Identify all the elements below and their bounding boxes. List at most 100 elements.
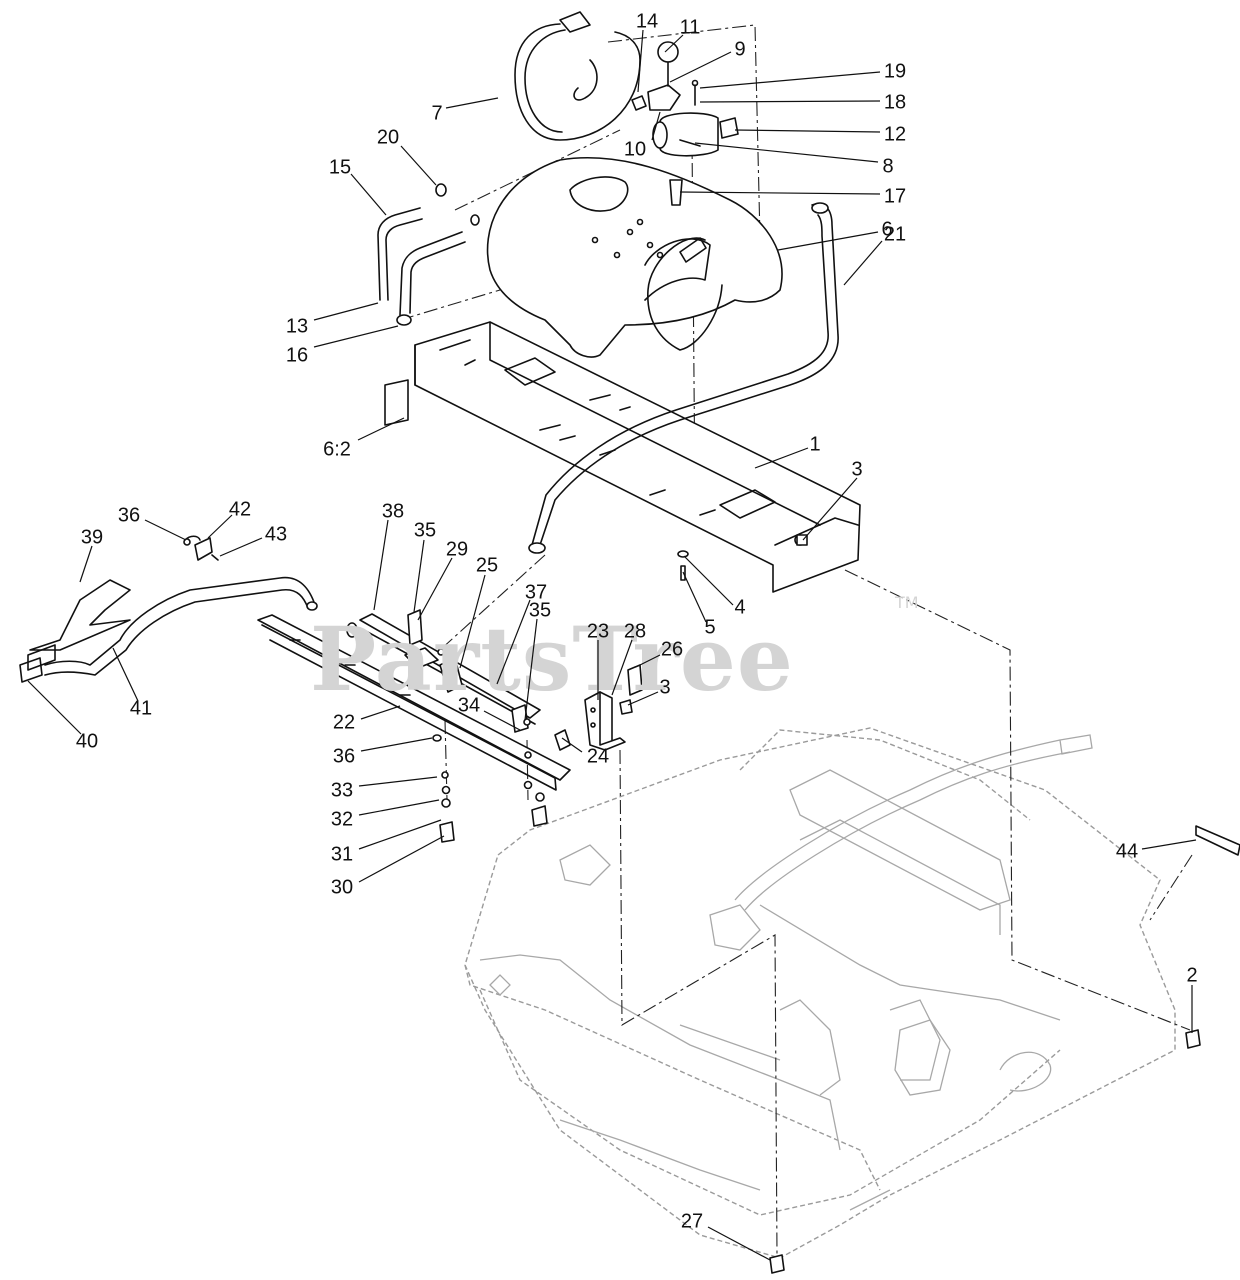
watermark-trademark: TM <box>894 593 919 612</box>
callout-label-c26: 26 <box>661 638 683 660</box>
callout-label-c11: 11 <box>680 16 701 38</box>
callout-label-c5: 5 <box>704 616 715 638</box>
callout-label-c3b: 3 <box>659 676 670 698</box>
callout-label-c24: 24 <box>587 745 609 767</box>
callout-label-c18: 18 <box>884 91 906 113</box>
callout-label-c28: 28 <box>624 620 646 642</box>
leader-line-c44 <box>1141 839 1197 850</box>
nozzle-stack-right <box>523 751 548 827</box>
pump-assembly <box>631 41 739 157</box>
callout-label-c4: 4 <box>734 596 745 618</box>
decal-44 <box>1195 825 1240 856</box>
callout-label-c15: 15 <box>329 156 351 178</box>
callout-label-c21: 21 <box>884 223 906 245</box>
leader-line-c39 <box>79 545 93 583</box>
callout-label-c22: 22 <box>333 711 355 733</box>
leader-line-c11 <box>664 34 684 53</box>
callout-label-c33: 33 <box>331 779 353 801</box>
callout-label-c14: 14 <box>636 10 658 32</box>
spray-wand <box>19 535 318 683</box>
leader-line-c17 <box>679 191 881 195</box>
leader-line-c29 <box>417 557 453 621</box>
nut-27 <box>769 1254 785 1274</box>
leader-line-c15 <box>350 173 387 216</box>
leader-line-c13 <box>313 302 379 321</box>
leader-line-c19 <box>699 71 881 89</box>
leader-line-c21 <box>843 240 883 286</box>
fitting <box>669 179 683 206</box>
callout-label-c34: 34 <box>458 694 480 716</box>
ghost-frame <box>464 727 1176 1259</box>
callout-label-c42: 42 <box>229 498 251 520</box>
callout-label-c31: 31 <box>331 843 353 865</box>
leader-line-c34 <box>483 710 521 731</box>
leader-line-c41 <box>112 647 139 702</box>
leader-line-c20 <box>400 145 437 186</box>
callout-label-c40: 40 <box>76 730 98 752</box>
callout-label-c35b: 35 <box>529 599 551 621</box>
callout-label-c20: 20 <box>377 126 399 148</box>
bolt-2 <box>1185 1029 1201 1049</box>
callout-label-c16: 16 <box>286 344 308 366</box>
callout-group: 12334566:2789101112131415161718192021222… <box>27 10 1198 1261</box>
callout-label-c32: 32 <box>331 808 353 830</box>
callout-label-c36b: 36 <box>333 745 355 767</box>
callout-label-c1: 1 <box>809 433 820 455</box>
callout-label-c44: 44 <box>1116 840 1138 862</box>
callout-label-c9: 9 <box>734 38 745 60</box>
decal <box>384 379 409 426</box>
leader-line-c27 <box>707 1226 771 1261</box>
leader-line-c3a <box>802 477 858 541</box>
callout-label-c7: 7 <box>431 102 442 124</box>
leader-line-c14 <box>637 29 644 93</box>
callout-label-c19: 19 <box>884 60 906 82</box>
leader-line-c5 <box>682 571 707 623</box>
leader-line-c43 <box>219 537 263 557</box>
callout-label-c25: 25 <box>476 554 498 576</box>
leader-line-c1 <box>754 447 809 469</box>
leader-line-c31 <box>358 819 442 850</box>
callout-label-c37: 37 <box>525 581 547 603</box>
strap <box>514 11 641 141</box>
supply-hose <box>528 202 839 554</box>
leader-line-c32 <box>358 799 440 816</box>
leader-line-c3b <box>627 691 659 706</box>
leader-line-c36a <box>144 519 187 541</box>
mounting-plate <box>414 321 861 593</box>
callout-label-c35a: 35 <box>414 519 436 541</box>
callout-label-c27: 27 <box>681 1210 703 1232</box>
leader-line-c22 <box>360 705 401 720</box>
callout-label-c30: 30 <box>331 876 353 898</box>
leader-line-c6 <box>777 231 879 251</box>
callout-label-c41: 41 <box>130 697 152 719</box>
boom-bracket <box>257 614 571 791</box>
hoses-left <box>377 183 480 326</box>
leader-line-c33 <box>358 776 438 787</box>
leader-line-c10 <box>651 111 661 141</box>
leader-line-c38 <box>373 519 389 611</box>
tank <box>486 156 783 358</box>
callout-label-c10: 10 <box>624 138 646 160</box>
leader-line-c30 <box>358 835 445 883</box>
leader-line-c35a <box>413 539 425 613</box>
leader-line-c16 <box>313 325 399 348</box>
callout-label-c2: 2 <box>1186 964 1197 986</box>
callout-label-c38: 38 <box>382 500 404 522</box>
callout-label-c39: 39 <box>81 526 103 548</box>
leader-line-c7 <box>445 97 499 109</box>
leader-line-c26 <box>637 654 661 667</box>
leader-line-c12 <box>734 129 881 133</box>
callout-label-c36a: 36 <box>118 504 140 526</box>
leader-line-c8 <box>694 142 879 163</box>
callout-label-c62: 6:2 <box>323 438 351 460</box>
watermark-text: PartsTree <box>310 607 794 711</box>
leader-line-c40 <box>27 680 82 735</box>
leader-line-c25 <box>459 574 486 669</box>
nozzle-stack-left <box>432 734 455 843</box>
plate-hardware <box>677 534 808 581</box>
leader-line-c36b <box>360 737 433 752</box>
callout-label-c13: 13 <box>286 315 308 337</box>
nozzle-body <box>346 609 571 751</box>
leader-line-c62 <box>357 417 405 441</box>
